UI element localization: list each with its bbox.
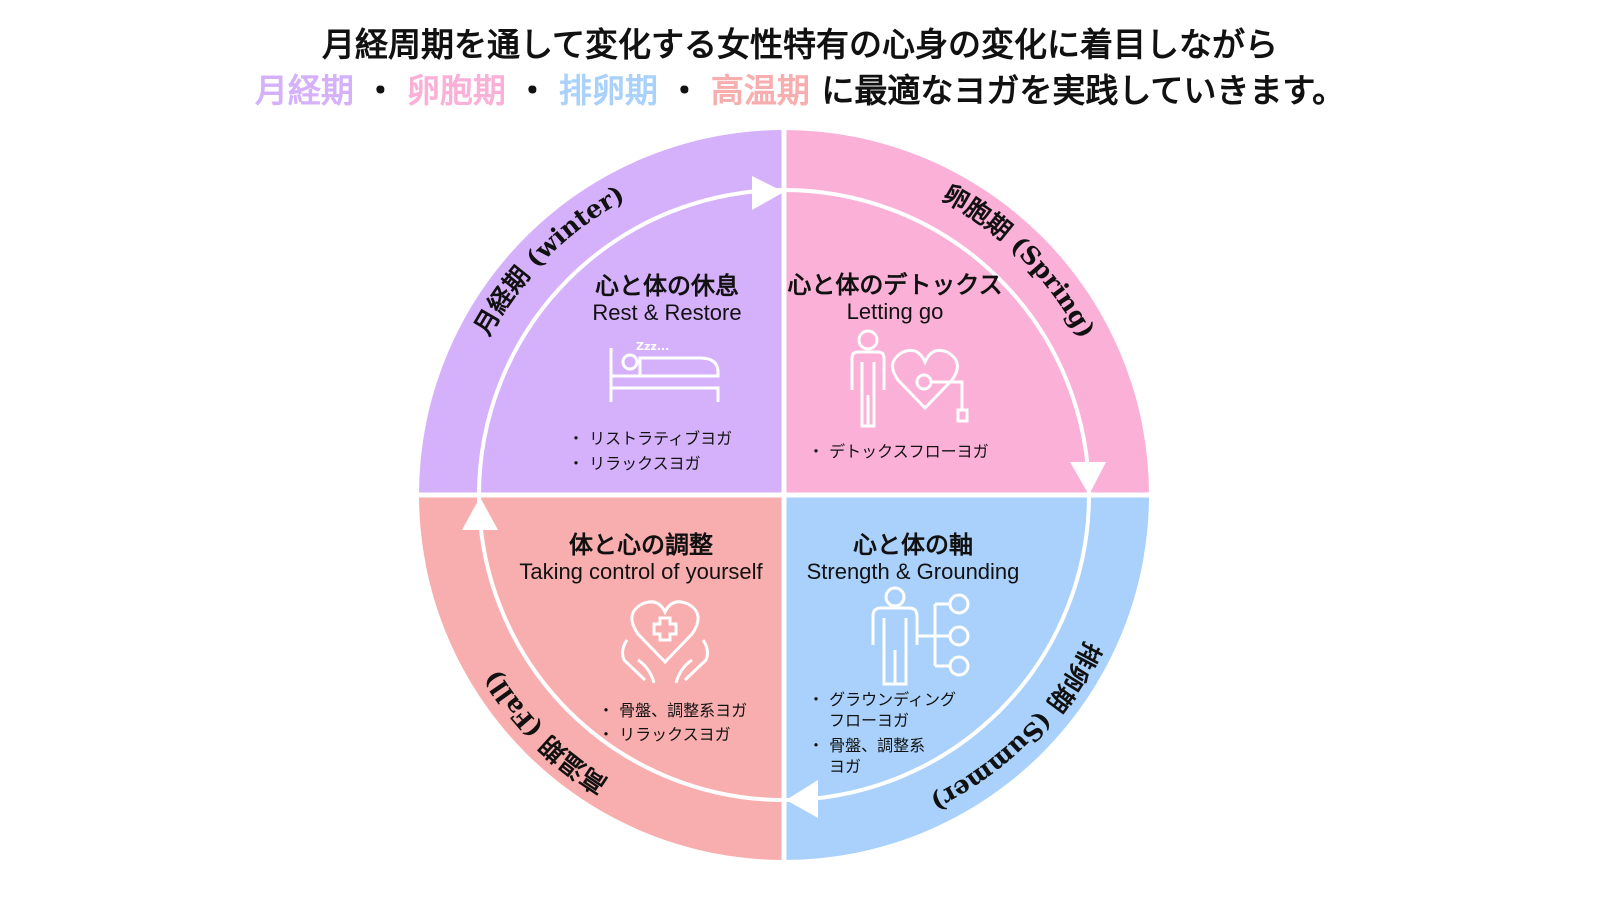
headline-line-2: 月経期・卵胞期・排卵期・高温期 に最適なヨガを実践していきます。	[0, 64, 1600, 112]
bullet-item: ・ デトックスフローヨガ	[808, 442, 989, 461]
zzz-label: Zzz...	[636, 340, 669, 353]
person-heart-icon	[850, 329, 969, 428]
headline-tail: に最適なヨガを実践していきます。	[821, 71, 1346, 110]
quadrant-title: 心と体の休息	[595, 271, 739, 300]
separator: ・	[515, 71, 549, 110]
quadrant-subtitle: Strength & Grounding	[807, 559, 1020, 584]
bullet-item: フローヨガ	[829, 711, 909, 730]
quadrant-title: 心と体のデトックス	[787, 270, 1002, 299]
bullet-item: ・ リラックスヨガ	[568, 454, 701, 473]
person-network-icon	[871, 586, 970, 686]
phase-follicular: 卵胞期	[406, 71, 506, 110]
quadrant-title: 心と体の軸	[853, 530, 973, 559]
bullet-item: ・ グラウンディング	[808, 690, 956, 709]
quadrant-follicular	[784, 130, 1149, 495]
phase-menstrual: 月経期	[254, 71, 354, 110]
quadrant-subtitle: Rest & Restore	[592, 300, 741, 325]
quadrant-menstrual	[419, 130, 784, 495]
arrow-left-icon	[786, 780, 818, 818]
arrow-down-icon	[1070, 462, 1106, 495]
bullet-item: ヨガ	[829, 757, 861, 776]
separator: ・	[363, 71, 397, 110]
bullet-item: ・ リストラティブヨガ	[568, 429, 732, 448]
quadrant-subtitle: Letting go	[847, 299, 944, 324]
phase-ovulation: 排卵期	[558, 71, 658, 110]
arrow-up-icon	[462, 497, 498, 530]
sleeping-bed-icon	[609, 348, 720, 402]
quadrant-subtitle: Taking control of yourself	[519, 559, 763, 584]
quadrant-title: 体と心の調整	[569, 530, 713, 559]
separator: ・	[667, 71, 701, 110]
phase-luteal: 高温期	[710, 71, 810, 110]
hands-heart-cross-icon	[621, 600, 709, 684]
quadrant-ovulation	[784, 495, 1149, 860]
quadrant-luteal	[419, 495, 784, 860]
bullet-item: ・ リラックスヨガ	[598, 725, 731, 744]
headline-line-1: 月経周期を通して変化する女性特有の心身の変化に着目しながら	[321, 25, 1278, 64]
bullet-item: ・ 骨盤、調整系ヨガ	[598, 701, 747, 720]
arrow-right-icon	[752, 176, 784, 210]
bullet-item: ・ 骨盤、調整系	[808, 736, 925, 755]
